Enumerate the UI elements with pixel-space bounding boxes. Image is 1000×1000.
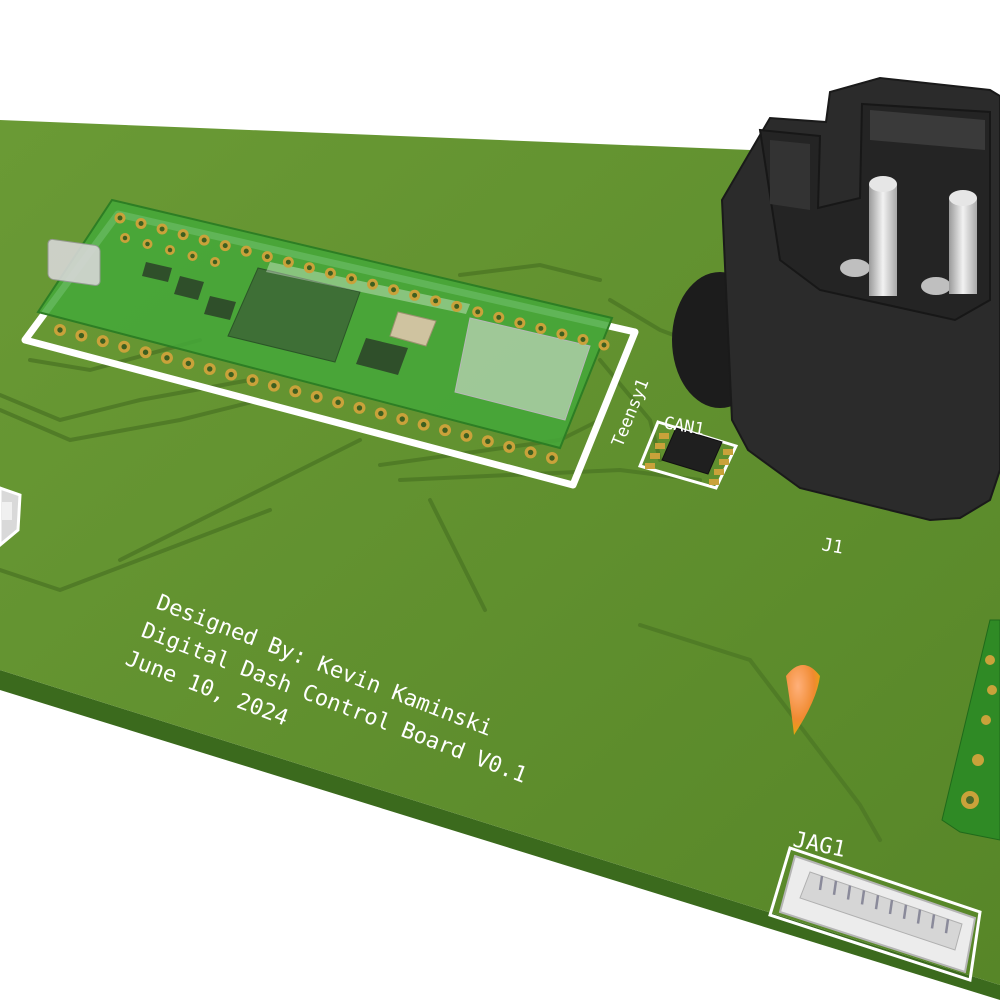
j1-power-connector[interactable] [672,76,1000,522]
connector-pin [874,895,880,910]
header-shadow-top [266,262,470,314]
pad-hole [433,298,439,304]
pad-hole [159,226,165,232]
pad-hole [349,276,354,282]
pad-hole [264,254,270,260]
pad-hole [420,421,427,428]
pad-hole [527,449,534,456]
pad-hole [121,343,127,350]
pad-hole [506,444,512,450]
pad-hole [285,259,291,265]
pad-hole [190,253,195,259]
pad-hole [391,287,397,293]
pad-hole [249,377,256,383]
teensy-module[interactable] [36,198,614,450]
ic-small-3 [204,296,236,320]
ic-pin [714,469,724,475]
ic-pin [723,449,733,455]
pad-hole [185,360,192,367]
connector-pin [888,899,894,915]
j1-pin-1 [869,184,897,296]
pad-hole [207,366,213,372]
teensy-header-pads-bottom [54,324,558,464]
pad-hole [538,325,544,331]
jag1-pins [818,875,950,934]
pad-hole [117,215,123,221]
right-pin-header[interactable] [941,619,1000,841]
pad-hole [228,371,234,378]
pad-hole [306,265,312,271]
connector-pin [930,914,936,929]
ic-pin [655,443,665,449]
pad-hole [517,320,523,326]
pad-hole [78,332,85,339]
pad-hole [57,327,63,333]
pad-hole [313,394,320,400]
connector-pin [832,880,838,895]
connector-pin [944,919,950,934]
pad-hole [271,382,277,389]
pad-hole [100,338,106,344]
ic-pin [645,463,655,469]
pad-hole [485,438,491,445]
location-pin-icon[interactable] [786,665,820,735]
left-edge-connector[interactable] [0,486,22,547]
teensy-header-pads-top [114,212,610,351]
pad-hole [475,309,481,315]
pad-hole [442,427,448,433]
pad-hole [122,235,128,241]
ic-small-4 [142,262,172,282]
sd-card-slot [454,317,591,421]
usb-connector [47,238,101,286]
pad-hole [601,342,607,348]
pad-hole [463,433,470,439]
connector-pin [818,875,824,891]
pad-hole [356,405,363,411]
teensy-header-pads-inner [120,233,220,267]
pad-hole [142,349,149,355]
reset-button[interactable] [389,311,437,347]
can-ic-pins [645,433,733,485]
mcu-chip [227,267,361,363]
pad-hole [496,314,502,320]
pad-hole [201,237,207,243]
pad-hole [327,270,333,276]
ic-small-1 [356,338,408,375]
can-transceiver-ic[interactable] [637,420,739,490]
pad-hole [335,399,341,406]
pad-hole [549,455,555,461]
j1-designator: J1 [820,534,845,558]
jag1-connector[interactable] [768,846,982,982]
connector-pin [902,904,908,919]
ic-pin [659,433,669,439]
pad-hole [164,355,170,361]
ic-pin [650,453,660,459]
connector-pin [916,909,922,924]
pad-hole [399,416,405,422]
connector-pin [846,885,852,900]
pad-hole [559,331,565,337]
pad-hole [378,410,384,417]
ic-pin [709,479,719,485]
pad-hole [454,303,460,309]
ic-pin [719,459,729,465]
pad-hole [292,388,299,394]
connector-pin [860,890,866,905]
pad-hole [167,247,173,253]
j1-pin-2 [949,198,977,294]
pad-hole [145,241,150,247]
pad-hole [180,232,186,238]
pad-hole [222,243,228,249]
pad-hole [370,281,375,287]
pad-hole [580,337,586,342]
pad-hole [138,221,144,226]
ic-small-2 [174,276,204,300]
pad-hole [412,292,418,298]
pad-hole [243,248,249,254]
pad-hole [212,259,218,265]
